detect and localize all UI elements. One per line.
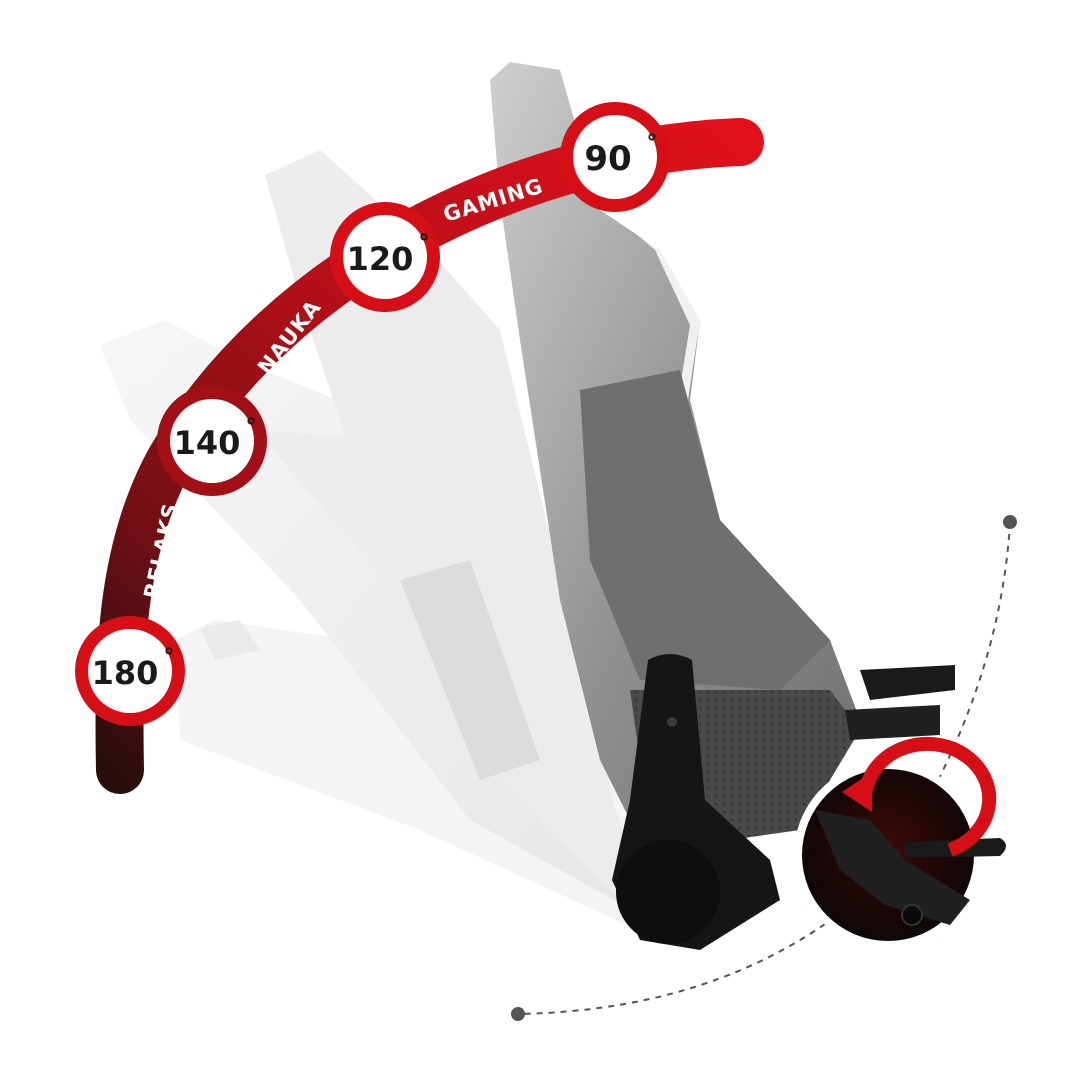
angle-badge-120: 120 ° <box>330 202 440 312</box>
svg-text:120: 120 <box>347 240 414 278</box>
ghost-chair-120 <box>265 150 640 920</box>
svg-text:°: ° <box>419 231 430 256</box>
recline-lever-rotate-icon <box>794 736 1006 949</box>
svg-text:180: 180 <box>92 654 159 692</box>
angle-badge-180: 180 ° <box>75 616 185 726</box>
svg-text:90: 90 <box>584 139 631 179</box>
svg-text:°: ° <box>246 415 257 440</box>
svg-text:°: ° <box>647 131 658 156</box>
svg-text:140: 140 <box>174 424 241 462</box>
rotate-arrow-icon <box>859 736 997 857</box>
angle-badge-90: 90 ° <box>560 102 670 212</box>
svg-text:°: ° <box>164 645 175 670</box>
path-start-dot <box>1003 515 1017 529</box>
ghost-chair-180 <box>175 620 660 940</box>
path-end-dot <box>511 1007 525 1021</box>
angle-badge-140: 140 ° <box>157 386 267 496</box>
main-chair <box>490 62 955 950</box>
